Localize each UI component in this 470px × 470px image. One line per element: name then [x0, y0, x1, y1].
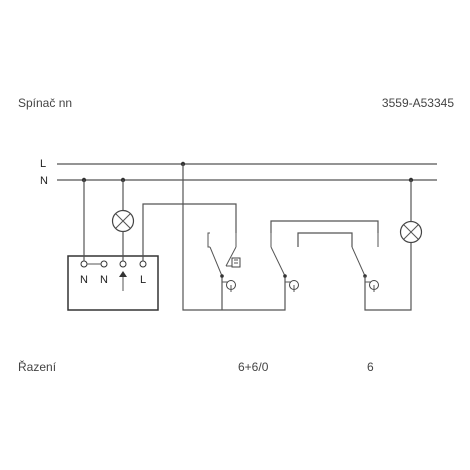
terminal-N2-label: N	[100, 274, 108, 286]
terminal-N1-label: N	[80, 274, 88, 286]
terminal-L-label: L	[140, 274, 146, 286]
switch1-pivot	[220, 274, 224, 278]
lamp-1-cross	[115, 213, 131, 229]
switch3-lever	[351, 246, 366, 277]
product-code: 3559-A53345	[381, 96, 454, 110]
diagram-title: Spínač nn	[18, 96, 73, 110]
traveler-wire-outer	[270, 220, 379, 233]
switch2-lever	[270, 246, 286, 277]
wire-switch3-lamp2	[364, 243, 412, 311]
terminal-N2	[100, 260, 108, 268]
switch1-contact	[207, 232, 210, 248]
wire-l-terminal	[142, 203, 237, 261]
switching-value-2: 6	[367, 360, 374, 374]
switching-label: Řazení	[18, 360, 57, 374]
output-arrow-icon	[119, 271, 127, 277]
switch1-button-icon	[231, 257, 241, 268]
terminal-output	[119, 260, 127, 268]
wire-l-feed	[182, 164, 222, 311]
switching-value-1: 6+6/0	[238, 360, 269, 374]
control-unit	[67, 255, 159, 311]
switch2-pivot	[283, 274, 287, 278]
traveler-wire-inner	[297, 232, 353, 247]
line-N-label: N	[40, 175, 48, 187]
terminal-N1	[80, 260, 88, 268]
wire-feed-switch2	[222, 276, 286, 311]
switch1-lever	[209, 246, 223, 277]
lamp-2-cross	[403, 224, 419, 240]
line-L-label: L	[40, 158, 46, 170]
switch1-lever-b	[225, 246, 237, 267]
terminal-L	[139, 260, 147, 268]
